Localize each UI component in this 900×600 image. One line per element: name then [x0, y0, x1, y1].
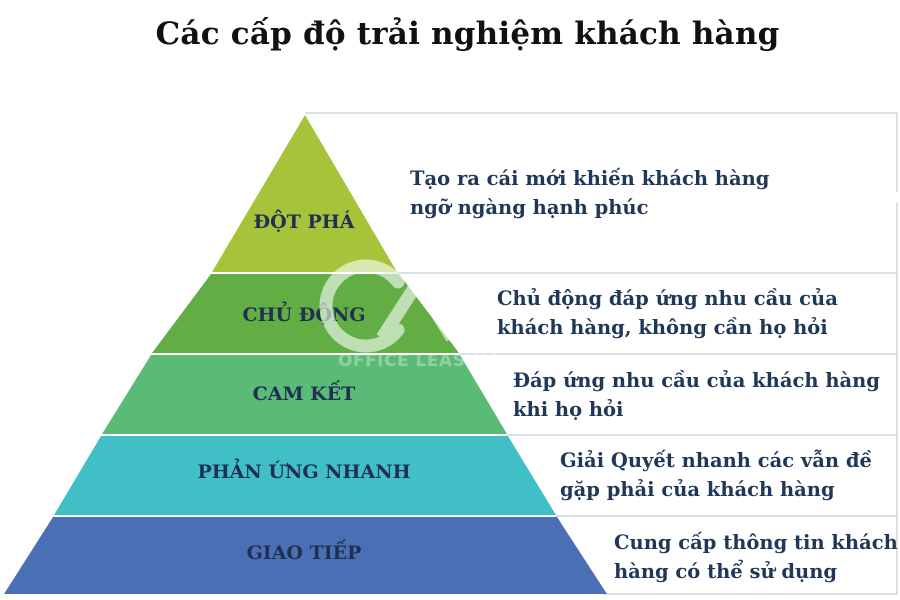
description-line: Đáp ứng nhu cầu của khách hàng	[513, 368, 880, 392]
tier-giao-tiep	[4, 517, 607, 594]
description-line: khi họ hỏi	[513, 397, 623, 421]
watermark-mark	[319, 259, 405, 353]
description-chu-dong: Chủ động đáp ứng nhu cầu của khách hàng,…	[497, 286, 845, 339]
level-label-dot-pha: ĐỘT PHÁ	[254, 209, 355, 233]
level-label-cam-ket: CAM KẾT	[253, 380, 356, 405]
description-line: Chủ động đáp ứng nhu cầu của	[497, 286, 838, 310]
description-cam-ket: Đáp ứng nhu cầu của khách hàng khi họ hỏ…	[513, 368, 887, 421]
description-dot-pha: Tạo ra cái mới khiến khách hàng ngỡ ngàn…	[410, 166, 776, 219]
description-line: Giải Quyết nhanh các vẫn đề	[560, 448, 872, 472]
tier-phan-ung-nhanh	[54, 436, 556, 515]
tier-dot-pha	[212, 115, 397, 272]
description-giao-tiep: Cung cấp thông tin khách hàng có thể sử …	[614, 530, 900, 583]
level-labels: ĐỘT PHÁ CHỦ ĐỘNG CAM KẾT PHẢN ỨNG NHANH …	[197, 209, 410, 564]
level-label-chu-dong: CHỦ ĐỘNG	[242, 300, 365, 326]
description-phan-ung-nhanh: Giải Quyết nhanh các vẫn đề gặp phải của…	[560, 448, 879, 501]
watermark-logo: OFFICE LEASING	[319, 259, 501, 371]
description-line: ngỡ ngàng hạnh phúc	[410, 196, 648, 219]
watermark-text: OFFICE LEASING	[338, 351, 501, 371]
description-line: Tạo ra cái mới khiến khách hàng	[410, 166, 770, 190]
description-line: Cung cấp thông tin khách	[614, 530, 898, 554]
pyramid	[4, 115, 607, 594]
watermark-mark-2	[376, 275, 458, 342]
page-title: Các cấp độ trải nghiệm khách hàng	[155, 16, 780, 52]
level-label-phan-ung-nhanh: PHẢN ỨNG NHANH	[197, 457, 410, 483]
description-line: gặp phải của khách hàng	[560, 477, 835, 501]
tier-cam-ket	[102, 355, 507, 434]
descriptions: Tạo ra cái mới khiến khách hàng ngỡ ngàn…	[410, 166, 900, 583]
description-line: hàng có thể sử dụng	[614, 558, 837, 583]
description-line: khách hàng, không cần họ hỏi	[497, 315, 828, 339]
level-label-giao-tiep: GIAO TIẾP	[247, 539, 362, 564]
